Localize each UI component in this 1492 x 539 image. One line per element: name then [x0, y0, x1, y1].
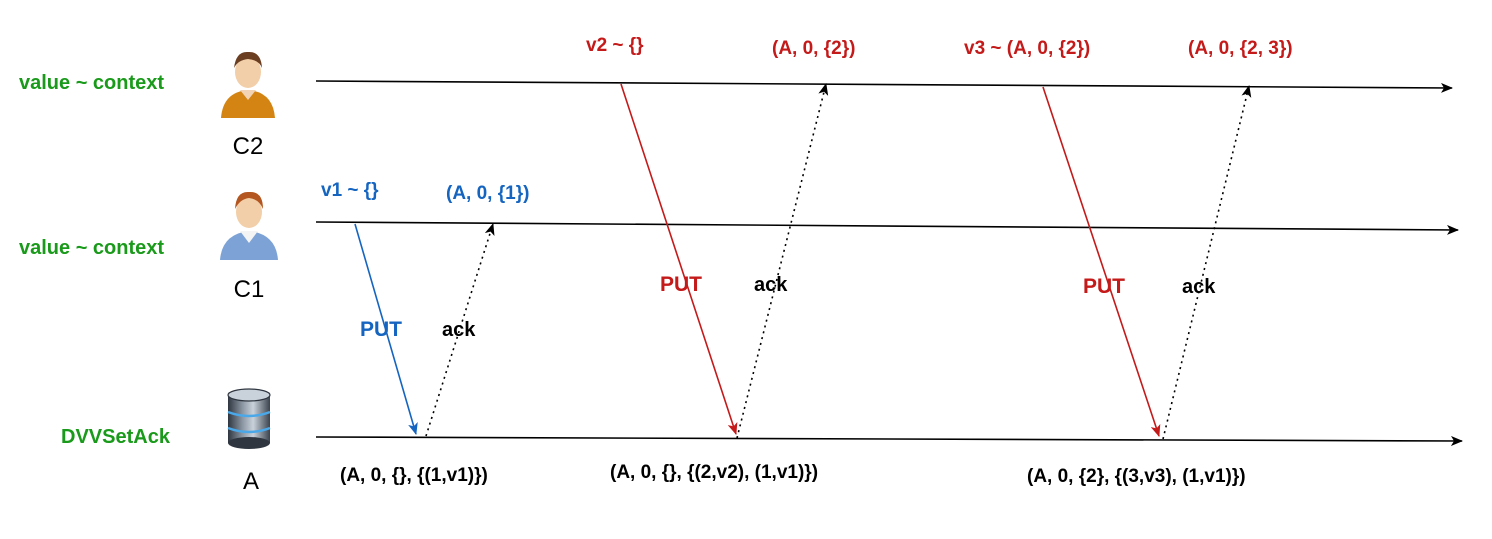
server-state-1: (A, 0, {}, {(1,v1)})	[340, 465, 488, 486]
a-node-name: A	[243, 468, 259, 495]
a-timeline	[315, 435, 1463, 446]
c1-timeline	[315, 221, 1459, 235]
c2-timeline	[315, 80, 1453, 93]
ack-label-1: ack	[442, 319, 476, 341]
user-blue-icon	[220, 191, 278, 260]
v2-label: v2 ~ {}	[586, 35, 644, 56]
ack-label-2: ack	[754, 274, 788, 296]
v3-label: v3 ~ (A, 0, {2})	[964, 38, 1090, 59]
ack-arrow-1	[425, 223, 495, 437]
c1-result-label: (A, 0, {1})	[446, 183, 529, 204]
user-orange-icon	[221, 51, 275, 118]
c2-result-label-1: (A, 0, {2})	[772, 38, 855, 59]
c2-node-name: C2	[233, 133, 264, 160]
put-label-1: PUT	[360, 318, 402, 341]
v1-label: v1 ~ {}	[321, 180, 379, 201]
server-state-2: (A, 0, {}, {(2,v2), (1,v1)})	[610, 462, 818, 483]
c2-result-label-2: (A, 0, {2, 3})	[1188, 38, 1293, 59]
c2-side-label: value ~ context	[19, 72, 164, 94]
put-arrow-2	[620, 83, 738, 435]
ack-arrow-3	[1162, 85, 1252, 440]
a-side-label: DVVSetAck	[61, 426, 171, 448]
database-icon	[227, 388, 271, 449]
server-state-3: (A, 0, {2}, {(3,v3), (1,v1)})	[1027, 466, 1246, 487]
put-arrow-3	[1042, 86, 1161, 437]
ack-label-3: ack	[1182, 276, 1216, 298]
put-label-3: PUT	[1083, 275, 1125, 298]
c1-side-label: value ~ context	[19, 237, 164, 259]
put-label-2: PUT	[660, 273, 702, 296]
put-arrow-1	[354, 223, 418, 435]
ack-arrow-2	[736, 83, 829, 439]
c1-node-name: C1	[234, 276, 265, 303]
